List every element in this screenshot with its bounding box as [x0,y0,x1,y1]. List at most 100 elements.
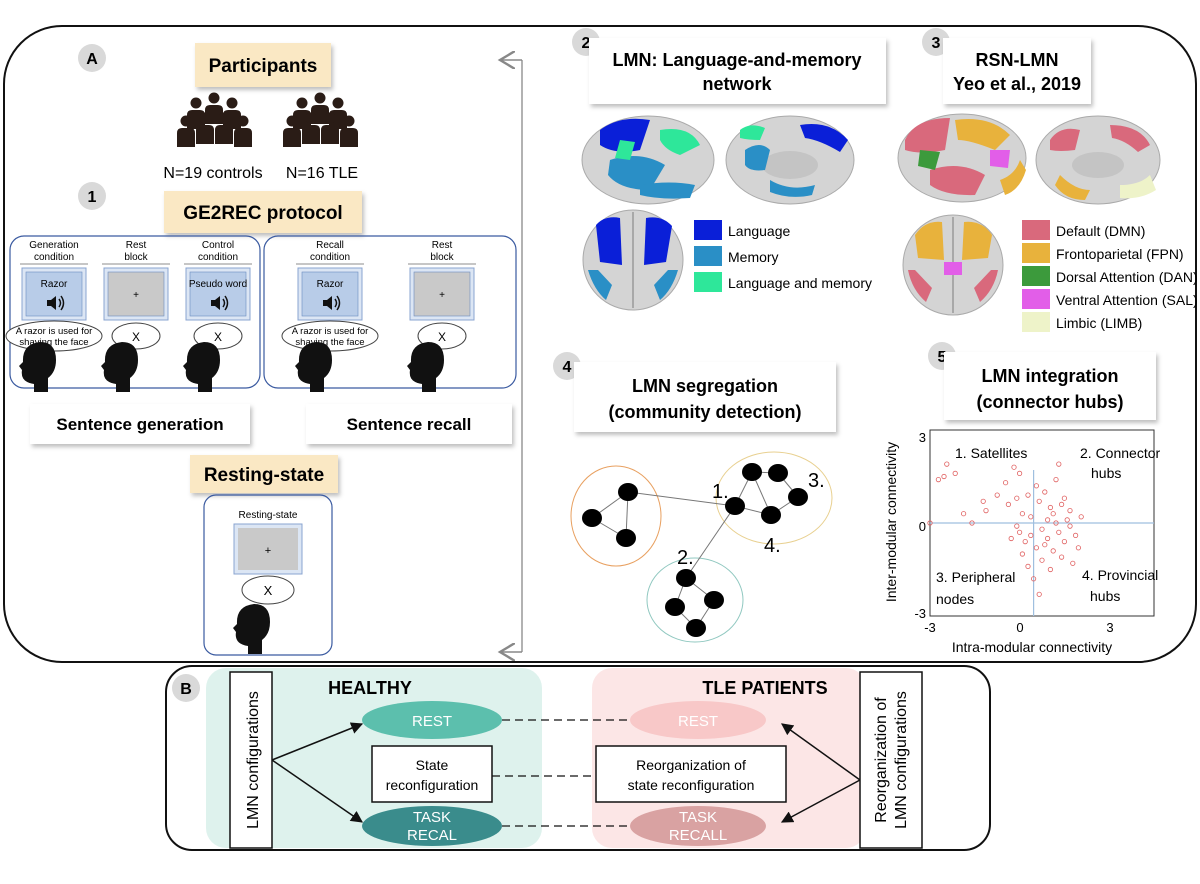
arrow-to-task-tle [780,779,861,823]
generation-col-1-screen-text: + [133,290,139,301]
tle-heading: TLE PATIENTS [702,678,827,698]
scatter-point-14 [1014,495,1020,501]
scatter-point-19 [1036,498,1042,504]
generation-col-2-thought: X [214,330,222,344]
arrow-to-rest-healthy [271,722,364,761]
lmn-legend-swatch-1 [694,246,722,266]
tle-count: N=16 TLE [286,165,358,182]
community-graph [570,451,833,643]
scatter-point-49 [1064,517,1070,523]
scatter-point-21 [1047,504,1054,511]
scatter-point-4 [927,520,933,526]
panel2-title-line2: network [702,74,772,94]
rsn-brain-medial [1035,115,1161,205]
scatter-point-36 [1061,538,1068,545]
recall-col-0-label1: Recall [316,240,344,251]
panel5-badge-number: 5 [938,349,947,366]
state-reconfiguration-box [371,745,493,803]
state-reconfiguration-line1: State [416,757,449,773]
reorganization-line1: Reorganization of [636,757,746,773]
scatter-point-17 [1028,514,1034,520]
protocol-badge-number: 1 [88,189,97,206]
scatter-point-7 [980,498,986,504]
community-2-outline [715,451,833,545]
generation-col-2-label2: condition [198,252,238,263]
resting-title: Resting-state [204,465,324,486]
scatter-point-53 [1059,501,1065,507]
scatter-point-2 [944,461,950,467]
recall-col-0-thought-line1: A razor is used for [292,326,369,337]
x-tick-right: 3 [1106,620,1113,635]
scatter-point-32 [1039,526,1045,532]
scatter-point-43 [1036,591,1042,597]
community-label-2: 2. [677,547,694,569]
recall-caption: Sentence recall [347,415,472,434]
panel4-badge-number: 4 [563,359,572,376]
scatter-point-20 [1042,489,1048,495]
quadrant-provincial-line1: 4. Provincial [1082,567,1158,583]
scatter-point-46 [1019,551,1026,557]
recall-col-0-label2: condition [310,252,350,263]
rsn-legend-swatch-3 [1022,289,1050,309]
scatter-point-3 [952,470,958,476]
rsn-legend: Default (DMN)Frontoparietal (FPN)Dorsal … [1022,220,1198,332]
task-label-healthy-line1: TASK [413,809,451,826]
rest-node-healthy [362,701,502,739]
generation-col-0-label1: Generation [29,240,78,251]
scatter-point-22 [1053,476,1059,483]
lmn-brain-lateral [581,115,715,205]
recall-col-1-screen [413,271,471,317]
scatter-point-5 [960,511,967,517]
rsn-legend-swatch-4 [1022,312,1050,332]
reorganization-box [595,745,787,803]
recall-col-0-screen [301,271,359,317]
recall-task-box [263,235,517,389]
resting-thought-cloud [241,575,295,618]
scatter-point-35 [1056,529,1062,535]
right-vertical-label-line2: LMN configurations [893,691,910,829]
reorganization-line2: state reconfiguration [628,777,755,793]
scatter-point-50 [1008,535,1014,542]
scatter-point-31 [1033,545,1040,551]
rest-node-tle [630,701,766,739]
panel-a-letter: A [86,51,98,68]
controls-group-icon [177,92,252,147]
x-tick-middle: 0 [1016,620,1023,635]
scatter-point-34 [1050,548,1056,554]
protocol-badge [78,182,106,210]
task-label-healthy-line2: RECAL [407,827,457,844]
rsn-brain-dorsal [902,214,1004,316]
rsn-legend-swatch-1 [1022,243,1050,263]
recall-col-0-screen-text: Razor [317,279,344,290]
task-node-healthy [362,806,502,846]
panel5-title-box [944,352,1156,420]
protocol-title-box [164,191,362,233]
panel2-title-box [589,38,886,104]
generation-col-1-screen [107,271,165,317]
participants-title-box [195,43,331,87]
resting-label: Resting-state [239,510,298,521]
scatter-point-0 [941,473,947,480]
recall-col-1-label2: block [430,252,454,263]
generation-task-box [9,235,261,389]
generation-col-2-head-icon [183,342,220,392]
community-1-outline [570,465,662,567]
scatter-point-6 [969,520,975,526]
scatter-point-37 [1067,523,1073,529]
generation-caption-box [30,404,250,444]
generation-col-1-label2: block [124,252,148,263]
panel2-title-line1: LMN: Language-and-memory [612,50,861,70]
scatter-point-44 [1059,554,1065,560]
healthy-heading: HEALTHY [328,678,412,698]
scatter-point-27 [1053,520,1059,526]
task-label-tle-line1: TASK [679,809,717,826]
rsn-legend-swatch-0 [1022,220,1050,240]
quadrant-connector-line2: hubs [1091,465,1121,481]
community-label-3: 3. [808,470,825,492]
tle-group-icon [283,92,358,147]
recall-col-1-screen-text: + [439,290,445,301]
scatter-point-48 [1042,542,1048,548]
panel3-title-box [943,38,1091,104]
scatter-point-25 [1067,507,1073,514]
